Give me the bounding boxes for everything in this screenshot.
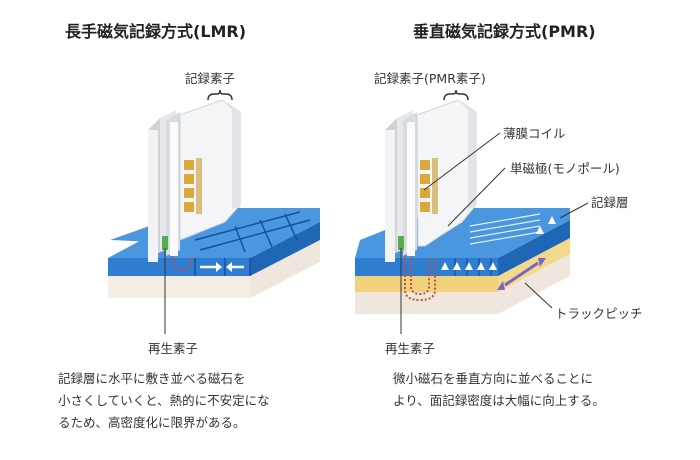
pmr-track-leader bbox=[524, 282, 553, 309]
lmr-description: 記録層に水平に敷き並べる磁石を 小さくしていくと、熱的に不安定にな るため、高密… bbox=[58, 368, 270, 434]
lmr-description-line: 小さくしていくと、熱的に不安定にな bbox=[58, 393, 270, 408]
pmr-brace bbox=[443, 89, 469, 101]
pmr-read-element bbox=[398, 236, 404, 250]
pmr-pole-leader bbox=[447, 167, 506, 227]
pmr-layer-label: 記録層 bbox=[591, 195, 629, 210]
lmr-head bbox=[148, 99, 241, 262]
lmr-description-line: るため、高密度化に限界がある。 bbox=[58, 415, 246, 430]
pmr-coil-label: 薄膜コイル bbox=[503, 126, 566, 141]
lmr-title: 長手磁気記録方式(LMR) bbox=[65, 22, 247, 41]
pmr-description: 微小磁石を垂直方向に並べることに より、面記録密度は大幅に向上する。 bbox=[393, 368, 605, 412]
lmr-read-element bbox=[162, 236, 168, 250]
lmr-description-line: 記録層に水平に敷き並べる磁石を bbox=[58, 371, 246, 386]
pmr-layer-leader bbox=[559, 202, 589, 219]
lmr-medium bbox=[108, 208, 320, 298]
lmr-brace bbox=[207, 89, 233, 101]
pmr-write-element-label: 記録素子(PMR素子) bbox=[374, 71, 486, 86]
pmr-read-element-label: 再生素子 bbox=[385, 341, 436, 356]
pmr-title: 垂直磁気記録方式(PMR) bbox=[413, 22, 596, 41]
lmr-write-element-label: 記録素子 bbox=[185, 71, 236, 86]
pmr-description-line: 微小磁石を垂直方向に並べることに bbox=[393, 371, 594, 386]
pmr-track-pitch-label: トラックピッチ bbox=[555, 306, 643, 321]
lmr-read-element-label: 再生素子 bbox=[148, 341, 199, 356]
pmr-description-line: より、面記録密度は大幅に向上する。 bbox=[393, 393, 605, 408]
pmr-pole-label: 単磁極(モノポール) bbox=[510, 161, 620, 176]
pmr-coil-leader bbox=[423, 132, 501, 191]
